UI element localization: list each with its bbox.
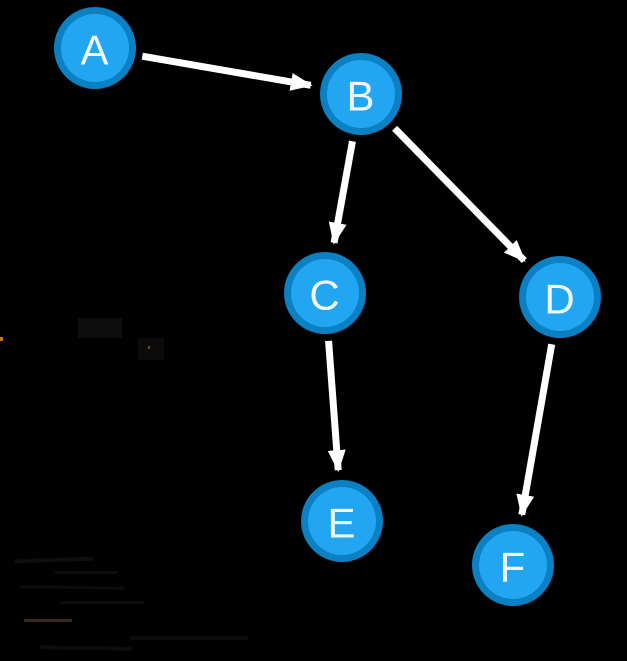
node-label: B — [346, 73, 375, 120]
graph-node-C[interactable]: C — [284, 252, 366, 334]
node-inner-circle — [526, 263, 594, 331]
node-inner-circle — [327, 60, 395, 128]
graph-node-E[interactable]: E — [301, 480, 383, 562]
node-label: D — [544, 276, 575, 323]
graph-node-D[interactable]: D — [519, 256, 601, 338]
node-label: F — [500, 544, 527, 591]
graph-node-A[interactable]: A — [54, 7, 136, 89]
node-inner-circle — [291, 259, 359, 327]
edge-A-B — [141, 52, 313, 91]
node-inner-circle — [61, 14, 129, 82]
graph-node-B[interactable]: B — [320, 53, 402, 135]
edge-C-E — [325, 340, 346, 473]
edge-D-F — [516, 343, 556, 517]
node-inner-circle — [308, 487, 376, 555]
edge-B-D — [392, 125, 527, 264]
node-inner-circle — [479, 531, 547, 599]
node-label: C — [309, 272, 340, 319]
edge-B-C — [328, 140, 356, 245]
node-label: E — [327, 500, 356, 547]
node-label: A — [80, 27, 109, 74]
graph-node-F[interactable]: F — [472, 524, 554, 606]
